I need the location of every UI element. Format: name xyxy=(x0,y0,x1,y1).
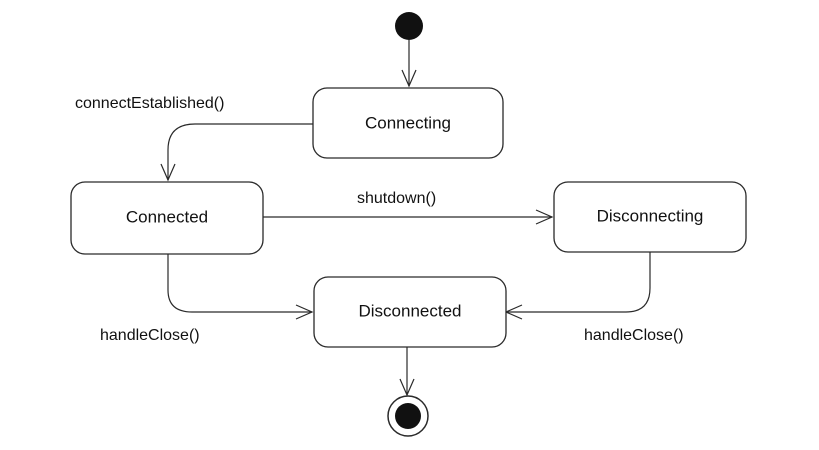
label-shutdown: shutdown() xyxy=(357,190,436,207)
state-disconnecting: Disconnecting xyxy=(553,181,747,253)
state-disconnected: Disconnected xyxy=(313,276,507,348)
transition-disconnected-to-final xyxy=(399,347,415,397)
final-node xyxy=(387,395,429,437)
label-handle-close-right: handleClose() xyxy=(584,327,684,344)
state-disconnecting-label: Disconnecting xyxy=(597,206,704,225)
label-connect-established: connectEstablished() xyxy=(75,95,224,112)
initial-node xyxy=(395,12,423,40)
transition-handle-close-left xyxy=(167,254,314,320)
transition-handle-close-right xyxy=(504,252,651,320)
state-disconnected-label: Disconnected xyxy=(358,301,461,320)
transition-initial-to-connecting xyxy=(401,40,417,88)
label-handle-close-left: handleClose() xyxy=(100,327,200,344)
state-connecting-label: Connecting xyxy=(365,113,451,132)
state-connected-label: Connected xyxy=(126,207,208,226)
transition-shutdown xyxy=(263,209,554,225)
transition-connect-established xyxy=(160,123,313,182)
state-connected: Connected xyxy=(70,181,264,255)
state-connecting: Connecting xyxy=(312,87,504,159)
